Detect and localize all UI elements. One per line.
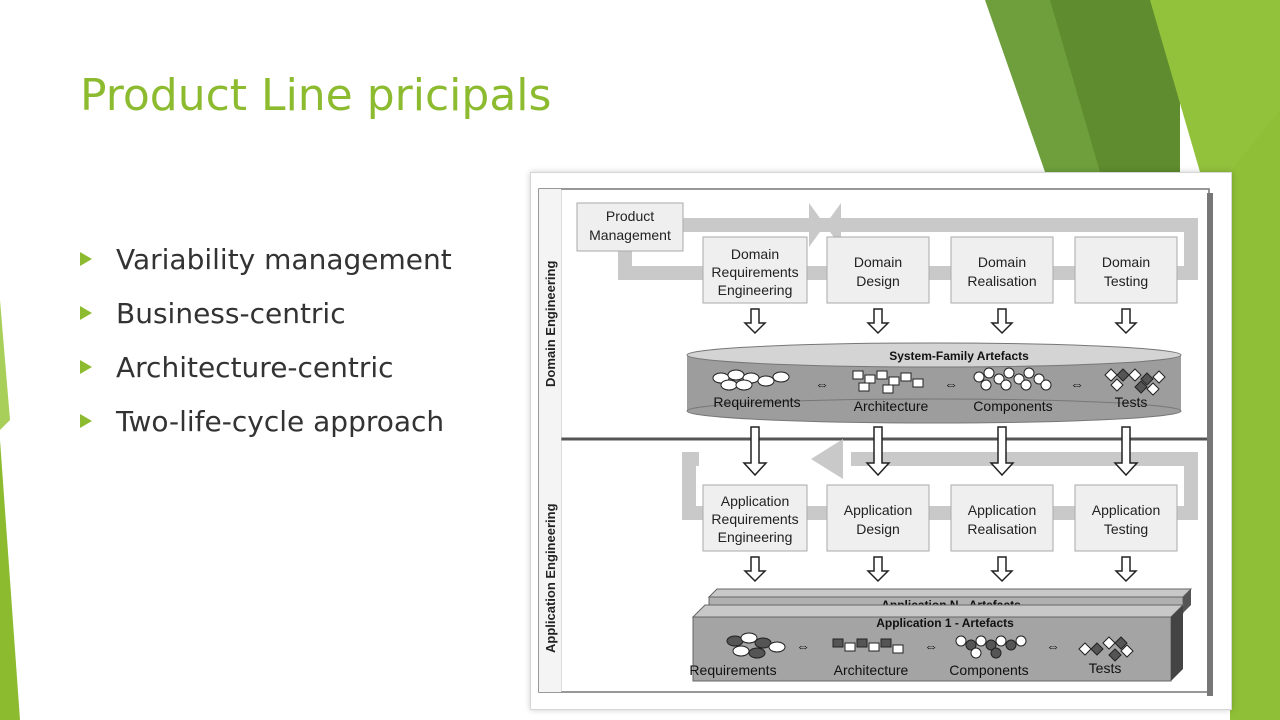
box-line: Domain [854,254,902,270]
box-line: Testing [1104,273,1148,289]
artefact-label: Tests [1089,660,1122,676]
box-line: Engineering [718,282,793,298]
artefact-label: Tests [1115,394,1148,410]
artefact-label: Requirements [713,394,800,410]
box-line: Management [589,227,671,243]
down-arrow-icon [990,556,1014,583]
down-arrow-icon [1113,426,1139,477]
application-testing-box: Application Testing [1074,484,1178,552]
domain-loop-path [618,218,1198,280]
tests-artefact-icon [1078,636,1134,662]
bullet-arrow-icon [80,306,92,320]
box-line: Application [721,493,790,509]
box-line: Domain [978,254,1026,270]
application-loop-path [682,452,1198,520]
slide-title: Product Line pricipals [80,70,552,121]
artefact-label: Architecture [834,662,909,678]
box-line: Requirements [711,264,798,280]
application-design-box: Application Design [826,484,930,552]
bullet-text: Business-centric [116,296,346,330]
down-arrow-icon [742,426,768,477]
box-line: Engineering [718,529,793,545]
box-line: Design [856,273,900,289]
bullet-item: Business-centric [80,286,452,340]
equivalence-icon: ⇔ [1070,376,1084,392]
box-line: Application [1092,502,1161,518]
application-artefacts: Application N - Artefacts Application 1 … [689,588,1193,682]
down-arrow-icon [1114,556,1138,583]
bullet-arrow-icon [80,360,92,374]
bullet-arrow-icon [80,252,92,266]
application-engineering-label: Application Engineering [543,503,558,653]
box-line: Realisation [967,273,1036,289]
architecture-artefact-icon [852,370,924,394]
product-management-box [576,202,684,252]
requirements-artefact-icon [726,632,786,659]
down-arrow-icon [865,426,891,477]
bullet-item: Architecture-centric [80,340,452,394]
artefact-label: Components [949,662,1028,678]
requirements-artefact-icon [712,369,790,391]
down-arrow-icon [989,426,1015,477]
down-arrow-icon [743,556,767,583]
bullet-item: Variability management [80,232,452,286]
box-line: Design [856,521,900,537]
equivalence-icon: ⇔ [924,638,938,654]
equivalence-icon: ⇔ [1046,638,1060,654]
system-family-artefacts: System-Family Artefacts Requirements Arc… [686,342,1182,424]
bullet-text: Two-life-cycle approach [116,404,445,438]
equivalence-icon: ⇔ [944,376,958,392]
down-arrow-icon [743,308,767,335]
domain-design-box: Domain Design [826,236,930,304]
down-arrow-icon [866,308,890,335]
product-line-diagram: Domain Engineering Application Engineeri… [530,172,1232,710]
down-arrow-icon [990,308,1014,335]
application-loop-arrow-icon [811,439,843,479]
architecture-artefact-icon [832,638,904,654]
bullet-list: Variability management Business-centric … [80,232,452,448]
domain-requirements-box: Domain Requirements Engineering [702,236,808,304]
svg-text:Product: Product [606,208,654,224]
box-line: Application [968,502,1037,518]
artefact-label: Architecture [854,398,929,414]
bullet-text: Variability management [116,242,452,276]
box-line: Domain [731,246,779,262]
down-arrow-icon [866,556,890,583]
box-line: Application [844,502,913,518]
box-line: Requirements [711,511,798,527]
box-line: Domain [1102,254,1150,270]
application-realisation-box: Application Realisation [950,484,1054,552]
artefact-label: Requirements [689,662,776,678]
tests-artefact-icon [1104,368,1166,396]
bullet-text: Architecture-centric [116,350,394,384]
domain-engineering-label: Domain Engineering [543,261,558,387]
svg-text:Management: Management [589,227,671,243]
box-line: Product [606,208,654,224]
domain-testing-box: Domain Testing [1074,236,1178,304]
box-line: Realisation [967,521,1036,537]
bullet-item: Two-life-cycle approach [80,394,452,448]
app-1-artefacts-label: Application 1 - Artefacts [876,616,1014,630]
box-line: Testing [1104,521,1148,537]
down-arrow-icon [1114,308,1138,335]
bullet-arrow-icon [80,414,92,428]
application-requirements-box: Application Requirements Engineering [702,484,808,552]
artefact-label: Components [973,398,1052,414]
equivalence-icon: ⇔ [796,638,810,654]
components-artefact-icon [973,367,1052,391]
system-family-label: System-Family Artefacts [889,349,1029,363]
domain-loop-arrow-icon [809,203,841,247]
equivalence-icon: ⇔ [815,376,829,392]
components-artefact-icon [955,635,1027,659]
domain-realisation-box: Domain Realisation [950,236,1054,304]
